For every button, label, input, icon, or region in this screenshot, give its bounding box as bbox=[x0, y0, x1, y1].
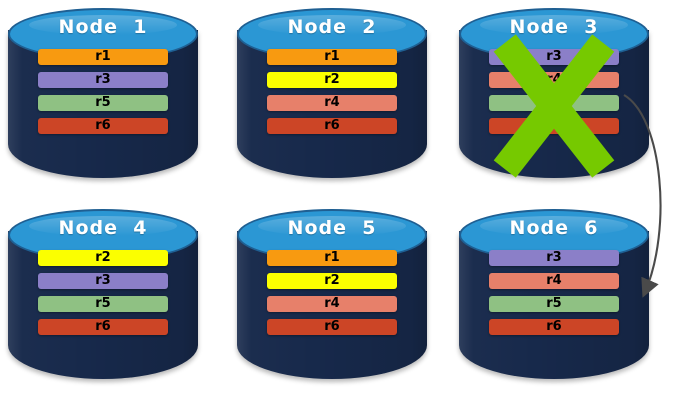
replica-bar-r5[interactable]: r5 bbox=[489, 296, 619, 312]
node-3-replica-list: r3 r4 r5 r6 bbox=[459, 49, 649, 141]
node-5[interactable]: Node 5 r1 r2 r4 r6 bbox=[237, 209, 427, 387]
replica-bar-r3[interactable]: r3 bbox=[38, 72, 168, 88]
node-1-label: Node 1 bbox=[58, 16, 148, 38]
replica-bar-r4[interactable]: r4 bbox=[267, 95, 397, 111]
replica-bar-r2[interactable]: r2 bbox=[267, 273, 397, 289]
replica-bar-r1[interactable]: r1 bbox=[38, 49, 168, 65]
node-4-label: Node 4 bbox=[58, 217, 148, 239]
node-6-label: Node 6 bbox=[509, 217, 599, 239]
node-1[interactable]: Node 1 r1 r3 r5 r6 bbox=[8, 8, 198, 186]
replica-bar-r2[interactable]: r2 bbox=[38, 250, 168, 266]
replica-bar-r5[interactable]: r5 bbox=[489, 95, 619, 111]
replica-bar-r3[interactable]: r3 bbox=[38, 273, 168, 289]
node-2[interactable]: Node 2 r1 r2 r4 r6 bbox=[237, 8, 427, 186]
replica-bar-r6[interactable]: r6 bbox=[489, 319, 619, 335]
replica-bar-r6[interactable]: r6 bbox=[38, 118, 168, 134]
node-1-replica-list: r1 r3 r5 r6 bbox=[8, 49, 198, 141]
replica-bar-r1[interactable]: r1 bbox=[267, 250, 397, 266]
replica-bar-r6[interactable]: r6 bbox=[38, 319, 168, 335]
node-5-replica-list: r1 r2 r4 r6 bbox=[237, 250, 427, 342]
replica-bar-r5[interactable]: r5 bbox=[38, 296, 168, 312]
replica-bar-r1[interactable]: r1 bbox=[267, 49, 397, 65]
replica-bar-r2[interactable]: r2 bbox=[267, 72, 397, 88]
node-3-label: Node 3 bbox=[509, 16, 599, 38]
replica-bar-r3[interactable]: r3 bbox=[489, 49, 619, 65]
replica-bar-r4[interactable]: r4 bbox=[489, 72, 619, 88]
node-2-label: Node 2 bbox=[287, 16, 377, 38]
replica-bar-r6[interactable]: r6 bbox=[489, 118, 619, 134]
replica-bar-r6[interactable]: r6 bbox=[267, 319, 397, 335]
node-5-label: Node 5 bbox=[287, 217, 377, 239]
node-6[interactable]: Node 6 r3 r4 r5 r6 bbox=[459, 209, 649, 387]
node-3[interactable]: Node 3 r3 r4 r5 r6 bbox=[459, 8, 649, 186]
node-4[interactable]: Node 4 r2 r3 r5 r6 bbox=[8, 209, 198, 387]
replica-bar-r4[interactable]: r4 bbox=[489, 273, 619, 289]
node-6-replica-list: r3 r4 r5 r6 bbox=[459, 250, 649, 342]
replica-bar-r4[interactable]: r4 bbox=[267, 296, 397, 312]
node-2-replica-list: r1 r2 r4 r6 bbox=[237, 49, 427, 141]
replica-bar-r3[interactable]: r3 bbox=[489, 250, 619, 266]
node-4-replica-list: r2 r3 r5 r6 bbox=[8, 250, 198, 342]
replica-bar-r6[interactable]: r6 bbox=[267, 118, 397, 134]
replica-bar-r5[interactable]: r5 bbox=[38, 95, 168, 111]
